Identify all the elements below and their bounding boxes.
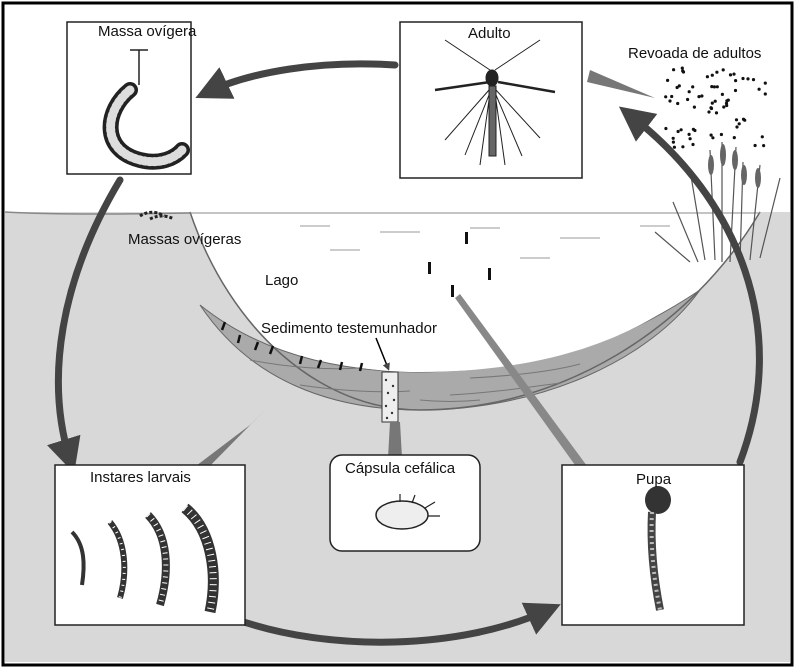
label-capsula: Cápsula cefálica <box>345 461 455 476</box>
swarm-dot <box>693 106 696 109</box>
swarm-dot <box>709 106 712 109</box>
swarm-dot <box>710 134 713 137</box>
swarm-dot <box>689 137 692 140</box>
swarm-dot <box>732 73 735 76</box>
swarm-dot <box>715 111 718 114</box>
swarm-dot <box>672 68 675 71</box>
swarm-dot <box>666 79 669 82</box>
swarm-dot <box>727 99 730 102</box>
swarm-dot <box>761 135 764 138</box>
swarm-dot <box>673 146 676 149</box>
swarm-dot <box>734 89 737 92</box>
swarm-dot <box>707 110 710 113</box>
label-adulto: Adulto <box>468 26 511 41</box>
swarm-dot <box>664 95 667 98</box>
swarm-dot <box>764 82 767 85</box>
swarm-dot <box>700 94 703 97</box>
swarm-dot <box>762 144 765 147</box>
sediment-core <box>382 372 398 422</box>
swarm-dot <box>670 95 673 98</box>
swarm-dot <box>680 128 683 131</box>
swarm-dot <box>746 77 749 80</box>
label-pupa: Pupa <box>636 472 671 487</box>
swarm-dot <box>735 118 738 121</box>
swarm-dot <box>741 77 744 80</box>
swarm-dot <box>721 93 724 96</box>
swarm-dot <box>720 133 723 136</box>
swarm-dot <box>735 125 738 128</box>
swarm-dot <box>672 137 675 140</box>
swarm-dot <box>733 136 736 139</box>
label-lago: Lago <box>265 273 298 288</box>
swarm-dot <box>722 105 725 108</box>
label-massas-ovigeras: Massas ovígeras <box>128 232 241 247</box>
label-sedimento: Sedimento testemunhador <box>261 321 437 336</box>
label-revoada: Revoada de adultos <box>628 46 761 61</box>
swarm-dot <box>742 118 745 121</box>
label-instares: Instares larvais <box>90 470 191 485</box>
swarm-dot <box>691 143 694 146</box>
swarm-dot <box>758 88 761 91</box>
swarm-dot <box>678 84 681 87</box>
swarm-dot <box>668 99 671 102</box>
swarm-dot <box>692 128 695 131</box>
swarm-dot <box>676 102 679 105</box>
swarm-dot <box>681 145 684 148</box>
swarm-dot <box>722 68 725 71</box>
swarm-dot <box>729 73 732 76</box>
swarm-dot <box>711 102 714 105</box>
swarm-dot <box>681 69 684 72</box>
swarm-dot <box>688 90 691 93</box>
swarm-dot <box>754 144 757 147</box>
swarm-dot <box>681 67 684 70</box>
swarm-dot <box>697 95 700 98</box>
swarm-dot <box>688 133 691 136</box>
swarm-dot <box>764 92 767 95</box>
swarm-dot <box>711 136 714 139</box>
label-massa-ovigera: Massa ovígera <box>98 24 196 39</box>
swarm-dot <box>691 85 694 88</box>
swarm-dot <box>715 71 718 74</box>
swarm-dot <box>713 85 716 88</box>
swarm-dot <box>725 104 728 107</box>
swarm-dot <box>738 122 741 125</box>
swarm-dot <box>716 85 719 88</box>
swarm-dot <box>734 79 737 82</box>
swarm-dot <box>714 100 717 103</box>
swarm-dot <box>677 130 680 133</box>
swarm-dot <box>686 98 689 101</box>
swarm-dot <box>752 78 755 81</box>
swarm-dot <box>664 127 667 130</box>
swarm-dot <box>672 141 675 144</box>
swarm-dot <box>706 75 709 78</box>
swarm-dot <box>711 74 714 77</box>
